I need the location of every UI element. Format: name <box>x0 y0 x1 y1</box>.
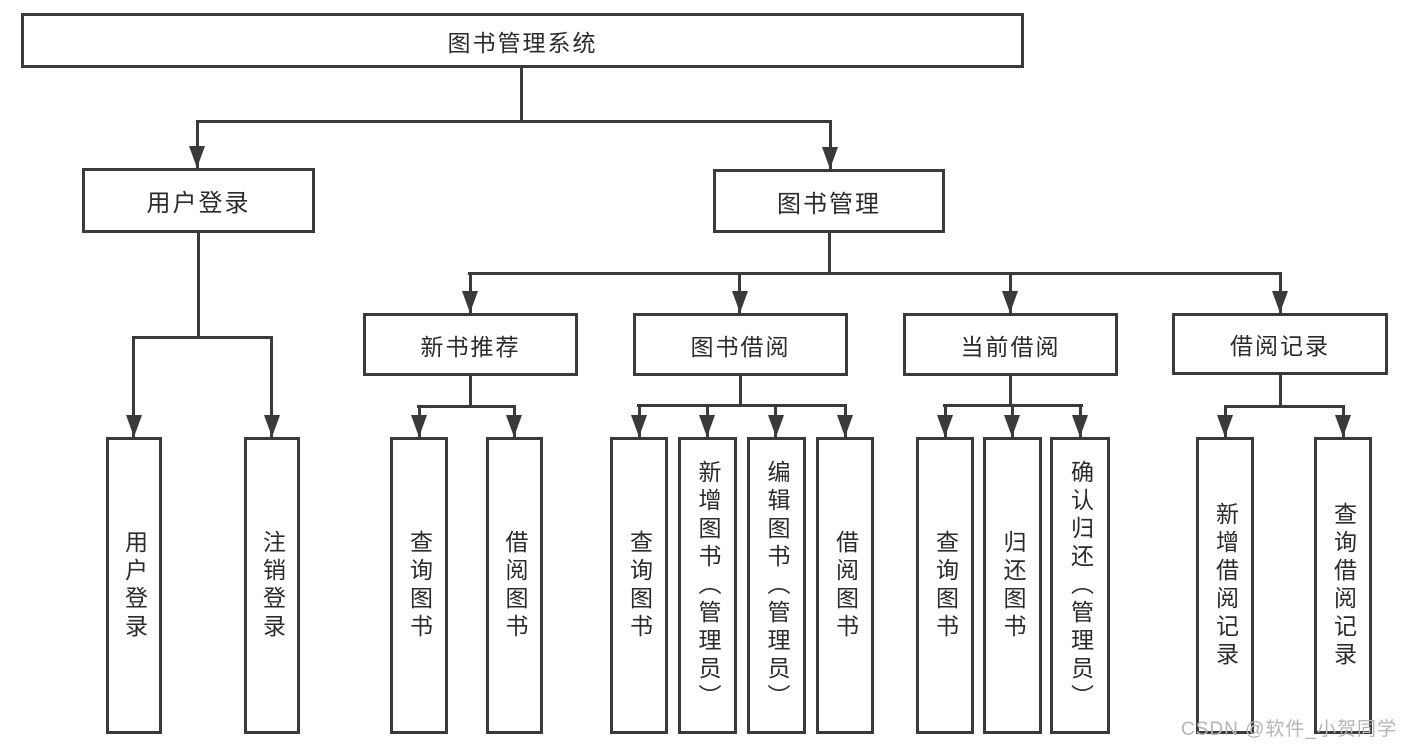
node-new-book-recommend: 新书推荐 <box>363 313 578 376</box>
connector-line <box>829 120 832 169</box>
arrowhead-icon <box>462 291 478 313</box>
connector-line <box>132 336 135 437</box>
leaf-label: 查询图书 <box>932 529 959 642</box>
arrowhead-icon <box>1272 291 1288 313</box>
arrowhead-icon <box>937 415 953 437</box>
node-book-management: 图书管理 <box>713 169 945 233</box>
leaf-label: 查询图书 <box>406 529 433 642</box>
connector-line <box>1009 376 1012 407</box>
arrowhead-icon <box>768 415 784 437</box>
arrowhead-icon <box>699 415 715 437</box>
leaf-label: 注销登录 <box>259 529 286 642</box>
arrowhead-icon <box>732 291 748 313</box>
node-current-borrow: 当前借阅 <box>903 313 1118 376</box>
leaf-user-login: 用户登录 <box>106 437 162 734</box>
csdn-watermark: CSDN @软件_小贺同学 <box>1181 719 1397 740</box>
arrowhead-icon <box>1072 415 1088 437</box>
node-borrow-records: 借阅记录 <box>1172 313 1388 375</box>
node-label: 图书借阅 <box>690 333 791 360</box>
connector-line <box>132 336 273 339</box>
connector-line <box>1224 405 1345 408</box>
leaf-label: 确认归还（管理员） <box>1067 459 1094 712</box>
leaf-query-books-current: 查询图书 <box>916 437 974 734</box>
connector-line <box>1279 375 1282 408</box>
connector-line <box>196 120 832 123</box>
leaf-label: 归还图书 <box>1000 529 1026 642</box>
leaf-borrow-books-2: 借阅图书 <box>816 437 874 734</box>
arrowhead-icon <box>411 415 427 437</box>
leaf-confirm-return-admin: 确认归还（管理员） <box>1050 437 1110 734</box>
leaf-label: 编辑图书（管理员） <box>764 459 790 712</box>
leaf-add-borrow-record: 新增借阅记录 <box>1196 437 1254 734</box>
node-label: 新书推荐 <box>420 333 521 360</box>
leaf-label: 借阅图书 <box>832 529 859 642</box>
leaf-query-books-borrow: 查询图书 <box>610 437 668 734</box>
connector-line <box>196 120 199 168</box>
connector-line <box>270 336 273 437</box>
node-label: 图书管理 <box>777 190 881 218</box>
connector-line <box>468 272 1282 275</box>
connector-line <box>469 376 472 408</box>
arrowhead-icon <box>264 415 280 437</box>
arrowhead-icon <box>1002 291 1018 313</box>
leaf-return-book: 归还图书 <box>983 437 1042 734</box>
arrowhead-icon <box>837 415 853 437</box>
connector-line <box>417 405 516 408</box>
leaf-borrow-books-recommend: 借阅图书 <box>486 437 543 734</box>
leaf-label: 新增图书（管理员） <box>695 459 721 712</box>
leaf-logout: 注销登录 <box>244 437 300 734</box>
node-label: 借阅记录 <box>1230 333 1330 359</box>
leaf-label: 查询借阅记录 <box>1330 501 1357 670</box>
arrowhead-icon <box>1004 415 1020 437</box>
node-label: 当前借阅 <box>960 333 1061 360</box>
leaf-label: 借阅图书 <box>502 529 528 642</box>
arrowhead-icon <box>1217 415 1233 437</box>
leaf-query-borrow-record: 查询借阅记录 <box>1314 437 1372 734</box>
connector-line <box>197 233 200 339</box>
connector-line <box>637 404 847 407</box>
connector-line <box>739 376 742 407</box>
leaf-add-book-admin: 新增图书（管理员） <box>678 437 737 734</box>
arrowhead-icon <box>631 415 647 437</box>
connector-line <box>520 68 523 123</box>
arrowhead-icon <box>822 147 838 169</box>
arrowhead-icon <box>1335 415 1351 437</box>
leaf-label: 新增借阅记录 <box>1212 501 1239 670</box>
node-label: 图书管理系统 <box>447 29 598 56</box>
leaf-query-books-recommend: 查询图书 <box>390 437 448 734</box>
arrowhead-icon <box>506 415 522 437</box>
node-book-borrow: 图书借阅 <box>633 313 848 376</box>
node-label: 用户登录 <box>146 190 251 217</box>
leaf-edit-book-admin: 编辑图书（管理员） <box>747 437 806 734</box>
leaf-label: 用户登录 <box>121 529 148 642</box>
node-user-login: 用户登录 <box>82 168 315 233</box>
connector-line <box>828 233 831 275</box>
leaf-label: 查询图书 <box>626 529 653 642</box>
node-library-system-root: 图书管理系统 <box>21 13 1024 68</box>
arrowhead-icon <box>126 415 142 437</box>
arrowhead-icon <box>189 146 205 168</box>
